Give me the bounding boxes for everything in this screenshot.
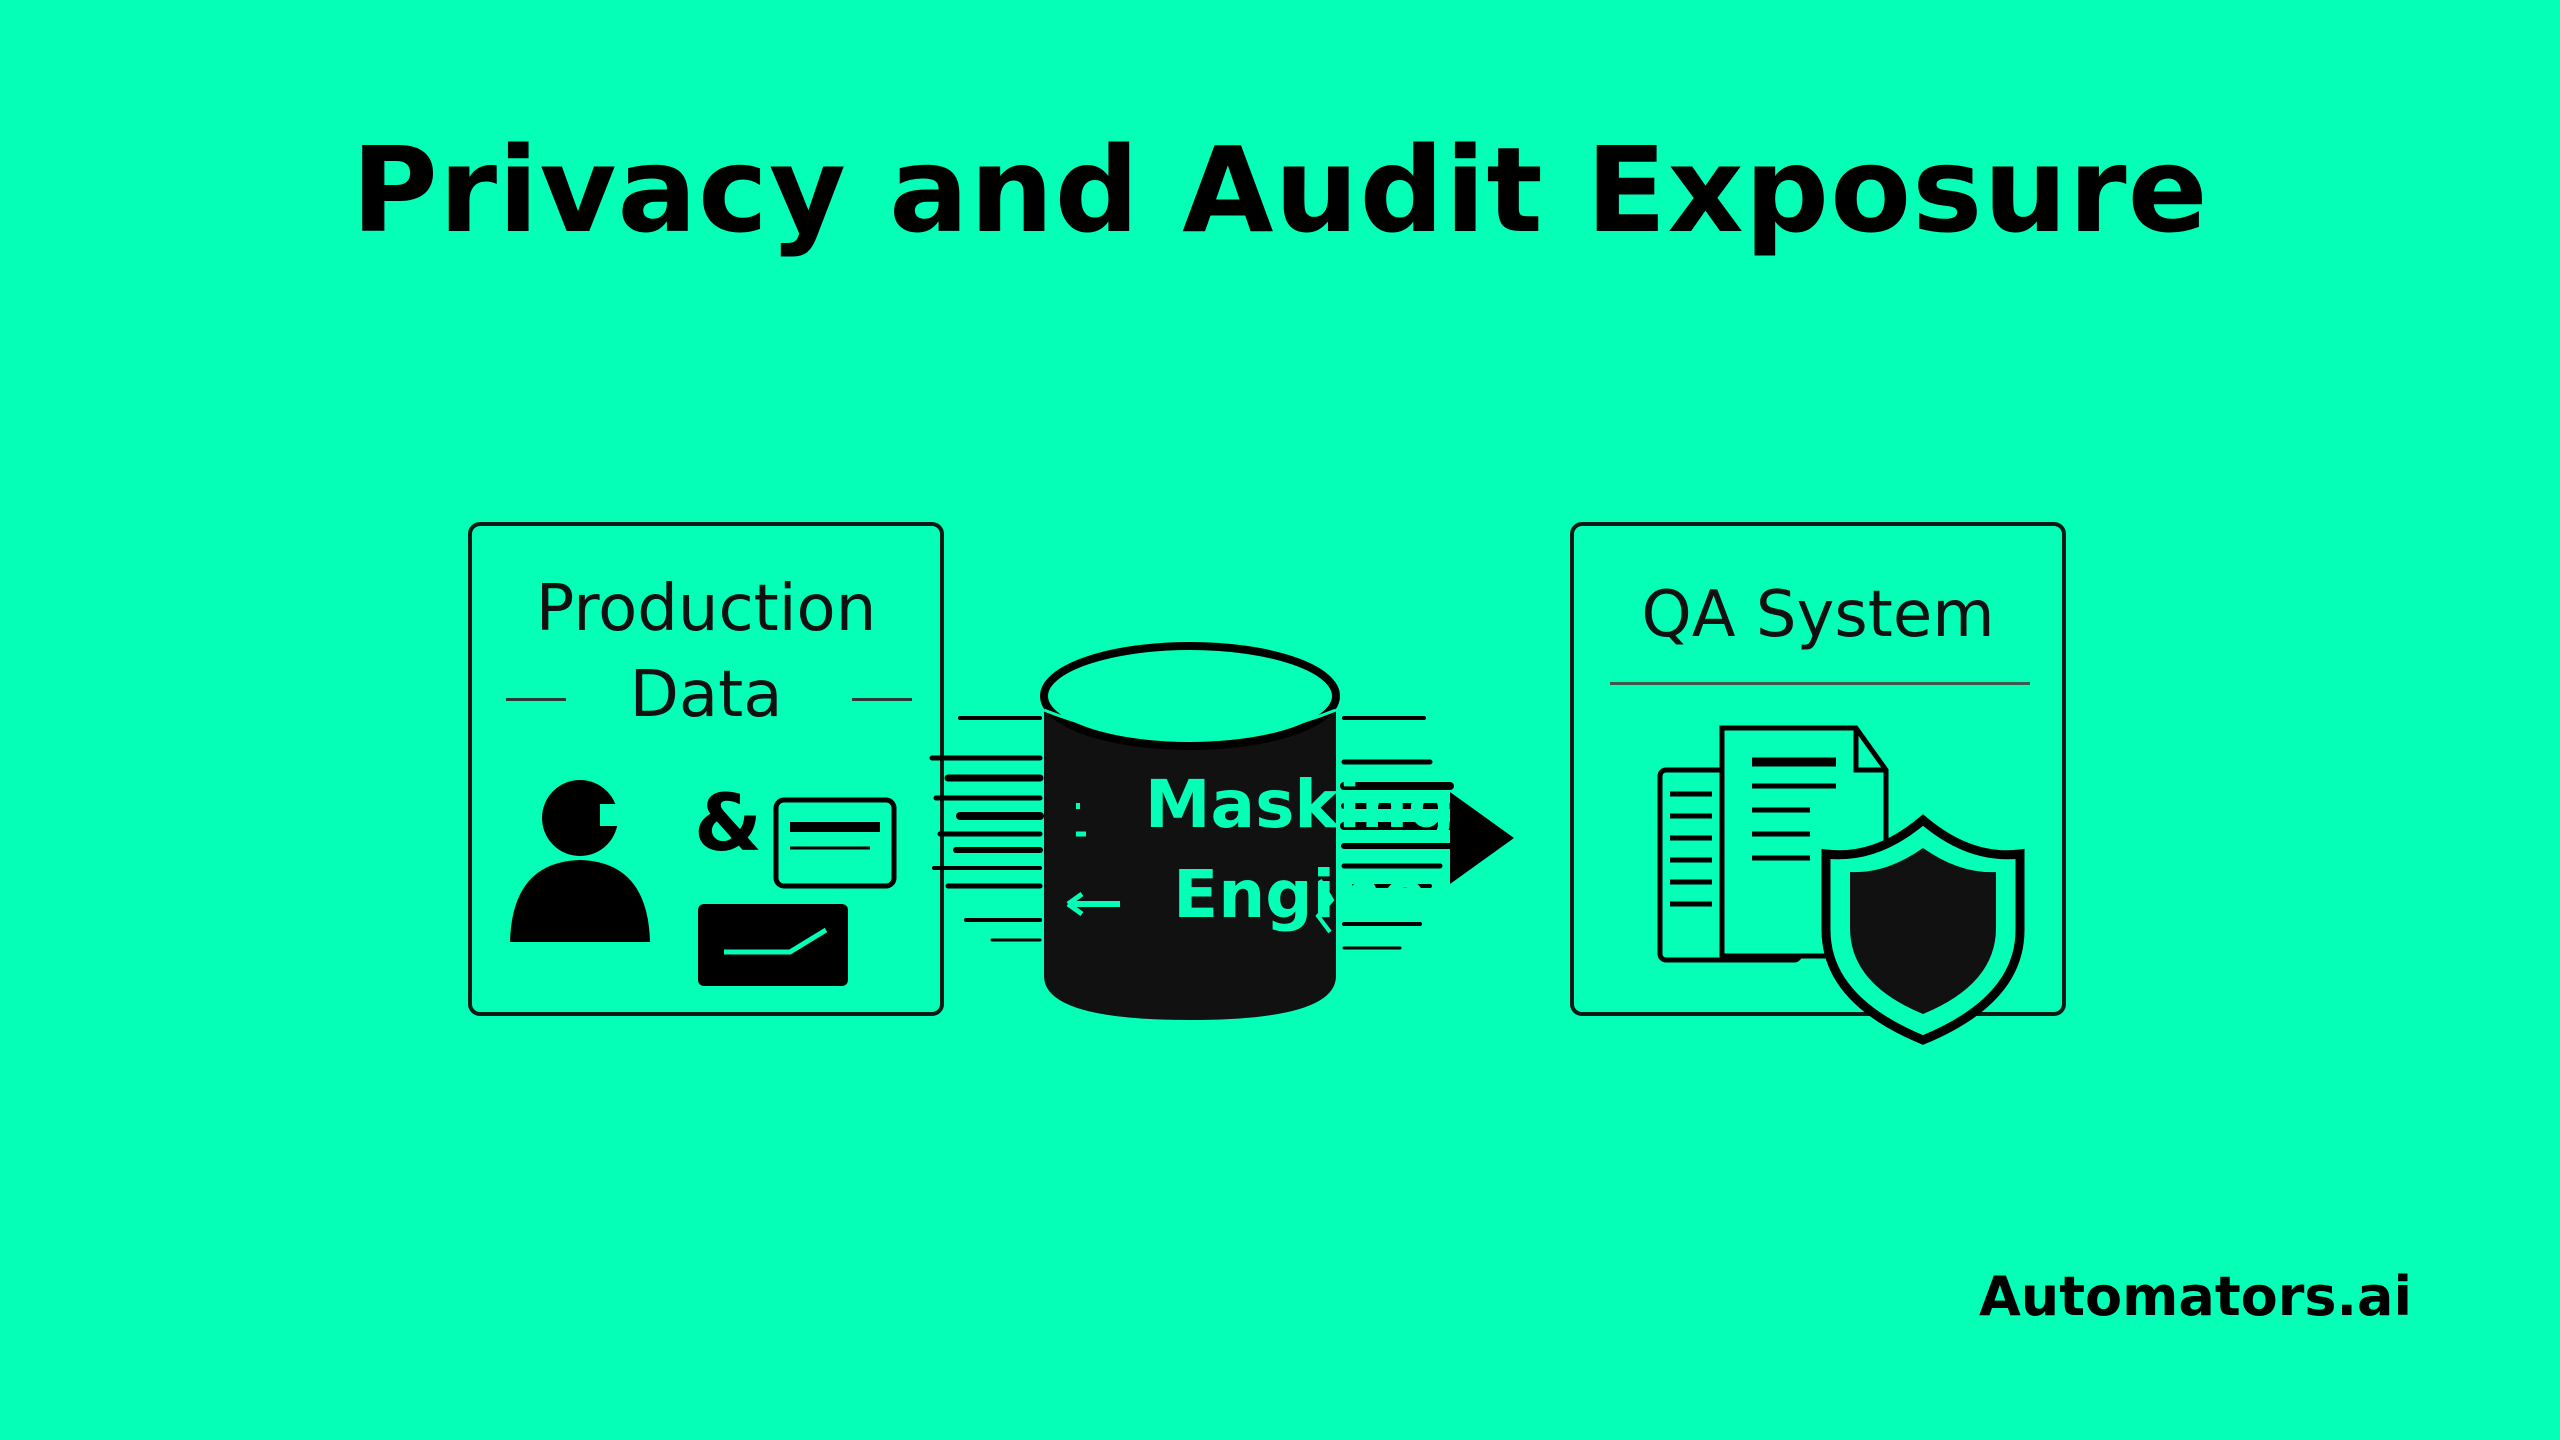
brand-wordmark: Automators.ai: [1978, 1265, 2412, 1328]
person-icon: [510, 780, 650, 942]
document-check-icon: [698, 904, 848, 986]
input-motion-lines: [929, 716, 1044, 942]
qa-system-divider: [1610, 682, 2030, 685]
shield-icon: [1821, 814, 2025, 1045]
production-rule-left: [506, 698, 566, 701]
production-data-label-line2: Data: [629, 658, 783, 732]
masking-engine-label-line1: Masking: [1144, 766, 1456, 843]
production-data-label-line1: Production: [535, 572, 877, 646]
output-motion-lines: [1340, 716, 1474, 950]
masking-flow-diagram: Production Data QA System &: [440, 500, 2120, 1080]
page-title: Privacy and Audit Exposure: [351, 121, 2209, 259]
flow-arrow-icon: [1450, 792, 1514, 884]
ampersand-glyph: &: [694, 779, 762, 869]
masking-engine-label-line2: Engine: [1173, 856, 1427, 933]
diagram-artwork: &: [510, 642, 2025, 1045]
card-icon: [773, 797, 897, 889]
production-rule-right: [852, 698, 912, 701]
qa-system-label: QA System: [1641, 578, 1995, 652]
masking-engine-cylinder: [1040, 642, 1340, 1020]
production-data-box: Production Data: [468, 522, 944, 1016]
qa-system-box: QA System: [1570, 522, 2066, 1016]
